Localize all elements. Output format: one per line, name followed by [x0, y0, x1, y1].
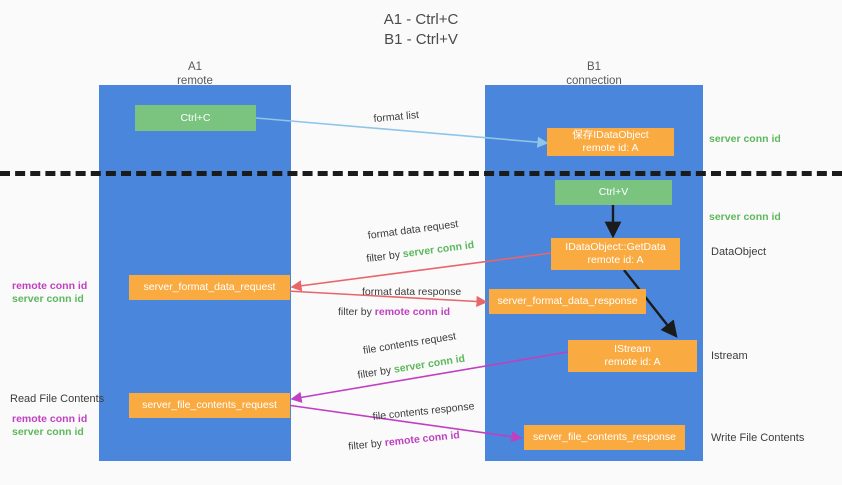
arrow-format-list — [255, 117, 549, 148]
title-line-1: A1 - Ctrl+C — [383, 11, 459, 28]
label-format-data-response-filter-key: remote conn id — [374, 306, 451, 318]
phase-divider — [0, 171, 842, 176]
box-save-dataobject[interactable]: 保存IDataObject remote id: A — [547, 128, 674, 156]
box-server-format-data-response[interactable]: server_format_data_response — [489, 289, 646, 314]
lane-header-a1-sub: remote — [177, 75, 213, 87]
arrow-getdata-to-istream — [623, 269, 678, 338]
box-save-dataobject-line1: 保存IDataObject — [572, 129, 649, 141]
box-server-format-data-request-line1: server_format_data_request — [143, 281, 276, 293]
box-ctrl-v-line1: Ctrl+V — [598, 186, 629, 198]
right-label-server-conn-id-top: server conn id — [709, 133, 781, 145]
left-label-remote-conn-id-upper: remote conn id — [12, 280, 88, 292]
arrow-file-contents-response — [286, 404, 523, 443]
lane-header-a1: A1 remote — [99, 60, 291, 88]
box-server-file-contents-request[interactable]: server_file_contents_request — [129, 393, 290, 418]
lane-header-b1-sub: connection — [566, 75, 622, 87]
page-title: A1 - Ctrl+C B1 - Ctrl+V — [0, 10, 842, 50]
box-getdata-line2: remote id: A — [587, 254, 644, 266]
box-istream-line1: IStream — [614, 343, 651, 355]
arrow-file-contents-request — [290, 351, 569, 403]
box-server-file-contents-response-line1: server_file_contents_response — [532, 431, 676, 443]
left-label-read-file-contents: Read File Contents — [10, 393, 105, 405]
box-ctrl-c-line1: Ctrl+C — [180, 111, 211, 124]
title-line-2: B1 - Ctrl+V — [384, 31, 458, 48]
box-ctrl-c[interactable]: Ctrl+C — [135, 105, 256, 131]
right-label-istream: Istream — [711, 350, 748, 362]
box-istream[interactable]: IStream remote id: A — [568, 340, 697, 372]
lane-header-b1-name: B1 — [586, 61, 602, 73]
right-label-dataobject: DataObject — [711, 246, 767, 258]
left-label-server-conn-id-upper: server conn id — [12, 293, 84, 305]
label-format-data-response-filter: filter by remote conn id — [338, 305, 450, 319]
box-server-format-data-response-line1: server_format_data_response — [497, 295, 638, 307]
right-label-write-file-contents: Write File Contents — [711, 432, 805, 444]
box-ctrl-v[interactable]: Ctrl+V — [555, 180, 672, 205]
box-save-dataobject-line2: remote id: A — [582, 142, 639, 154]
label-format-data-response: format data response — [362, 286, 462, 298]
box-server-file-contents-response[interactable]: server_file_contents_response — [524, 425, 685, 450]
lane-header-b1: B1 connection — [485, 60, 703, 88]
left-label-server-conn-id-lower: server conn id — [12, 426, 84, 438]
arrow-format-data-response — [286, 290, 488, 308]
box-istream-line2: remote id: A — [604, 356, 661, 368]
left-label-remote-conn-id-lower: remote conn id — [12, 413, 88, 425]
right-label-server-conn-id-mid: server conn id — [709, 211, 781, 223]
box-getdata[interactable]: IDataObject::GetData remote id: A — [551, 238, 680, 270]
box-getdata-line1: IDataObject::GetData — [565, 241, 666, 253]
box-server-format-data-request[interactable]: server_format_data_request — [129, 275, 290, 300]
box-server-file-contents-request-line1: server_file_contents_request — [142, 399, 277, 411]
lane-header-a1-name: A1 — [187, 61, 203, 73]
arrow-format-data-request — [290, 252, 552, 292]
label-format-data-response-filter-prefix: filter by — [338, 306, 375, 318]
